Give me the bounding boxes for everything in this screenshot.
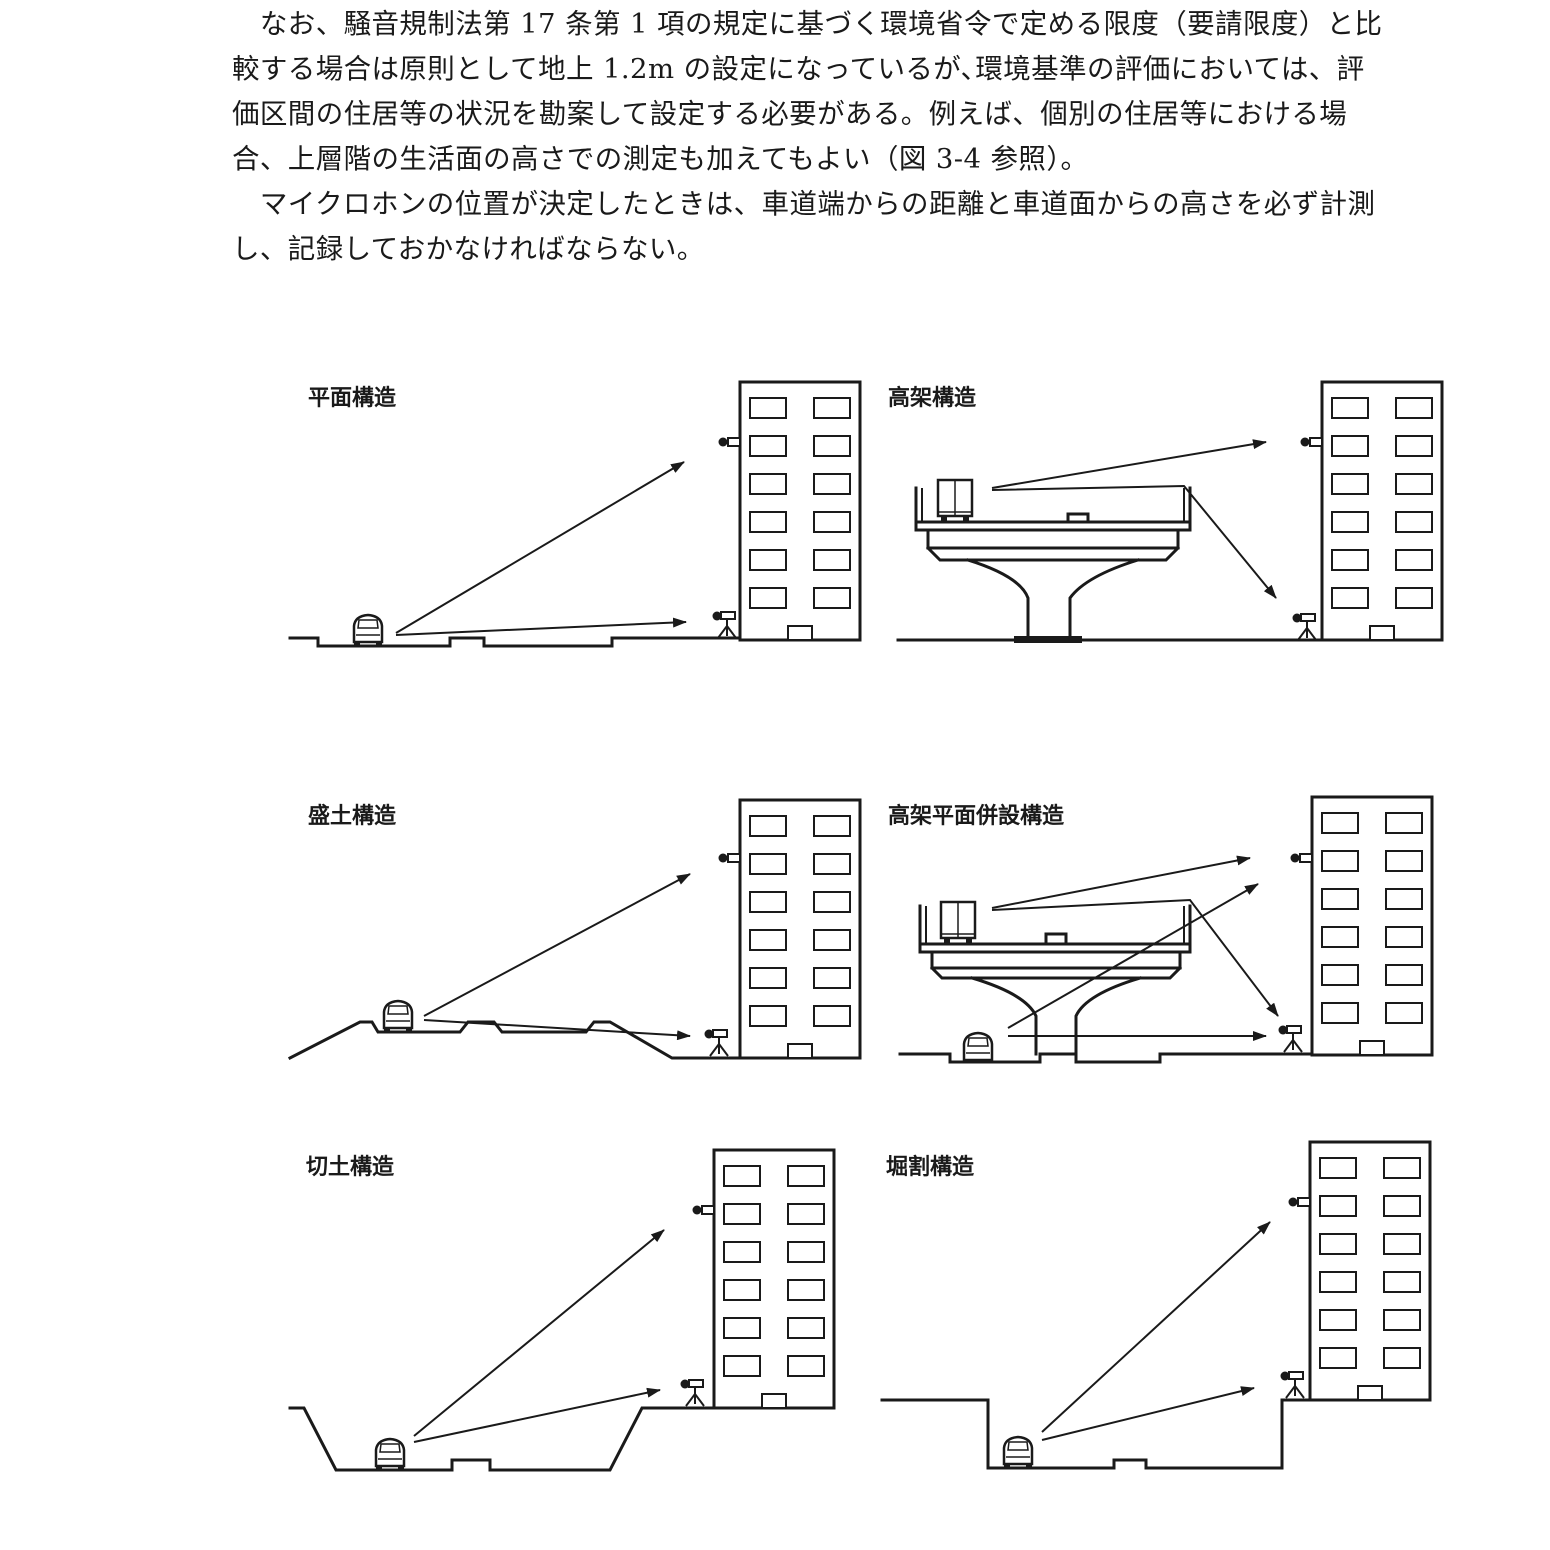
panel-title-trench: 堀割構造 — [886, 1154, 974, 1180]
car-icon — [962, 1031, 994, 1065]
wall-microphone-icon — [1287, 1196, 1311, 1208]
tripod-microphone-icon — [703, 1028, 729, 1057]
building-icon — [712, 1148, 836, 1410]
wall-microphone-icon — [717, 852, 741, 864]
building-icon — [738, 798, 862, 1060]
car-icon — [1002, 1435, 1034, 1469]
panel-title-embankment: 盛土構造 — [308, 803, 396, 829]
car-icon — [382, 999, 414, 1033]
tripod-microphone-icon — [1279, 1370, 1305, 1399]
wall-microphone-icon — [691, 1204, 715, 1216]
car-icon — [374, 1437, 406, 1471]
body-text: なお、騒音規制法第 17 条第 1 項の規定に基づく環境省令で定める限度（要請限… — [232, 2, 1392, 272]
building-icon — [1320, 380, 1444, 642]
panel-embankment: 盛土構造 — [287, 798, 862, 1061]
panel-title-flat: 平面構造 — [308, 385, 396, 411]
tripod-microphone-icon — [711, 610, 737, 639]
panel-elevated: 高架構造 — [888, 380, 1444, 643]
truck-icon — [936, 478, 974, 524]
tripod-microphone-icon — [1277, 1024, 1303, 1053]
building-icon — [738, 380, 862, 642]
panel-title-elevated-flat: 高架平面併設構造 — [888, 803, 1064, 829]
wall-microphone-icon — [1289, 852, 1313, 864]
car-icon — [352, 613, 384, 647]
paragraph-requirement-limit: なお、騒音規制法第 17 条第 1 項の規定に基づく環境省令で定める限度（要請限… — [232, 8, 1383, 175]
building-icon — [1308, 1140, 1432, 1402]
building-icon — [1310, 795, 1434, 1057]
paragraph-record-position: マイクロホンの位置が決定したときは、車道端からの距離と車道面からの高さを必ず計測… — [232, 188, 1376, 265]
wall-microphone-icon — [717, 436, 741, 448]
panel-trench: 堀割構造 — [880, 1140, 1432, 1470]
panel-elevated-flat: 高架平面併設構造 — [888, 795, 1434, 1065]
panel-flat: 平面構造 — [288, 380, 862, 648]
wall-microphone-icon — [1299, 436, 1323, 448]
panel-cut: 切土構造 — [288, 1148, 836, 1472]
tripod-microphone-icon — [679, 1378, 705, 1407]
panel-title-cut: 切土構造 — [306, 1154, 394, 1180]
tripod-microphone-icon — [1291, 612, 1317, 641]
panel-title-elevated: 高架構造 — [888, 385, 976, 411]
truck-icon — [939, 900, 977, 946]
